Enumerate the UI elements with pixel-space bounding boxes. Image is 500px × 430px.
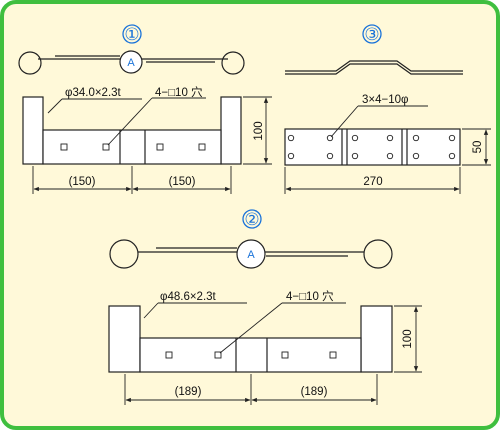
figure-3-round-hole [412, 134, 420, 142]
figure-2-right-post [360, 305, 393, 373]
figure-2-square-hole [214, 351, 222, 359]
figure-1-plate [42, 129, 222, 165]
figure-3: ③ 3×4−10φ 50 270 [284, 24, 491, 194]
figure-3-round-hole [412, 152, 420, 160]
figure-3-side-profile [285, 60, 463, 72]
figure-3-height-dimension: 50 [472, 141, 484, 154]
figure-1-center-label: A [127, 57, 135, 69]
figure-1-square-hole [198, 143, 206, 151]
figure-2-left-pipe-end [109, 239, 139, 269]
figure-2-height-dimension: 100 [402, 329, 414, 348]
figure-3-width-dimension: 270 [363, 176, 382, 188]
figure-2-center-label: A [247, 249, 255, 261]
figure-2-number-circle [242, 209, 262, 229]
figure-2-square-hole [329, 351, 337, 359]
figure-3-round-hole [326, 134, 334, 142]
figure-3-round-hole [326, 152, 334, 160]
figure-2-width-left: (189) [175, 386, 202, 398]
figure-2-width-right: (189) [301, 386, 328, 398]
figure-3-round-hole [287, 134, 295, 142]
figure-2-left-post [108, 305, 141, 373]
figure-1-center-pipe [119, 50, 143, 74]
figure-2-right-pipe-end [363, 239, 393, 269]
figure-1-number-circle [122, 24, 142, 44]
figure-1-left-post [22, 96, 44, 165]
figure-3-round-hole [287, 152, 295, 160]
figure-1-hole-label: 4−□10 穴 [155, 85, 203, 99]
figure-1-square-hole [60, 143, 68, 151]
figure-1-square-hole [156, 143, 164, 151]
figure-1-pipe-label: φ34.0×2.3t [65, 87, 122, 99]
figure-2-center-pipe [236, 239, 266, 269]
figure-1-top-view: A [18, 50, 245, 75]
figure-3-round-hole [386, 134, 394, 142]
figure-2-top-view: A [109, 239, 393, 269]
figure-1-right-pipe-end [221, 51, 245, 75]
figure-1-width-right: (150) [169, 176, 196, 188]
figure-1-height-dimension: 100 [253, 121, 265, 140]
figure-3-round-hole [351, 152, 359, 160]
figure-3-round-hole [351, 134, 359, 142]
figure-3-hole-label: 3×4−10φ [362, 94, 408, 106]
figure-2-front-view [108, 305, 393, 373]
figure-1: ① A φ34.0×2.3t 4−□10 穴 [18, 24, 272, 194]
figure-1-width-left: (150) [69, 176, 96, 188]
figure-1-left-pipe-end [18, 51, 42, 75]
figure-3-plate [284, 128, 461, 166]
figure-2-hole-label: 4−□10 穴 [286, 289, 334, 303]
figure-2: ② A φ48.6×2.3t 4−□10 穴 [108, 209, 422, 405]
figure-1-right-post [220, 96, 242, 165]
figure-3-round-hole [448, 134, 456, 142]
figure-2-pipe-label: φ48.6×2.3t [160, 291, 217, 303]
figure-3-number: ③ [364, 25, 379, 44]
figure-1-front-view [22, 96, 242, 165]
figure-1-square-hole [102, 143, 110, 151]
figure-3-round-hole [386, 152, 394, 160]
figure-2-square-hole [165, 351, 173, 359]
figure-2-plate [139, 337, 362, 373]
figure-2-square-hole [281, 351, 289, 359]
figure-1-number: ① [124, 25, 139, 44]
figure-3-number-circle [362, 24, 382, 44]
figure-3-round-hole [448, 152, 456, 160]
figure-2-number: ② [244, 210, 259, 229]
